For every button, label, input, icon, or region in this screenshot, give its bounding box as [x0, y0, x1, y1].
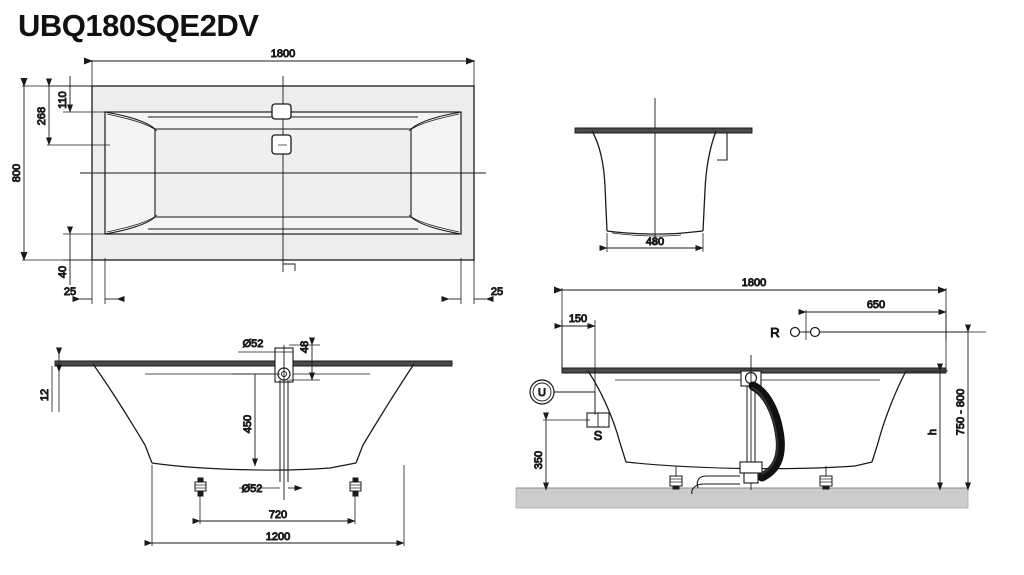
taper-top-left-2 [106, 113, 158, 132]
dim-110-label: 110 [57, 91, 69, 109]
dim-1200-label: 1200 [266, 531, 290, 543]
end-overflow-boss [716, 132, 728, 161]
dim-h-label: h [927, 429, 939, 435]
dim-350-label: 350 [533, 451, 545, 469]
foot-right [349, 477, 362, 497]
taper-bottom-right-2 [408, 214, 460, 233]
dim-268-label: 268 [36, 107, 48, 125]
dim-40-label: 40 [57, 266, 69, 278]
dim-650-label: 650 [867, 299, 885, 311]
dim-25-left-label: 25 [64, 286, 76, 298]
side-wall-left [587, 370, 627, 463]
dim-12-label: 12 [39, 389, 51, 401]
front-elevation-group: 12 Ø52 48 450 Ø52 [39, 337, 453, 546]
taper-top-left [104, 111, 156, 130]
end-base-inner [611, 232, 682, 237]
dim-480-label: 480 [646, 236, 664, 248]
foot-left [194, 477, 207, 497]
waste-fitting-top [271, 134, 292, 155]
tap-hole-1 [789, 326, 801, 338]
side-wall-right [871, 370, 907, 463]
overflow-fitting-top [271, 103, 292, 120]
dim-25-right-label: 25 [491, 286, 503, 298]
taper-bottom-right [410, 216, 462, 235]
end-rim-plate [574, 127, 753, 134]
taper-bottom-left-2 [106, 214, 158, 233]
taper-top-right-2 [408, 113, 460, 132]
front-base [151, 462, 357, 471]
overflow-hose [748, 381, 785, 482]
end-elevation-group: 480 [574, 98, 753, 252]
dim-720-label: 720 [269, 509, 287, 521]
side-section-group: U S 350 1800 650 [515, 277, 986, 509]
side-foot-right [819, 466, 833, 490]
front-wall-left [92, 363, 153, 464]
taper-bottom-left [104, 216, 156, 235]
dim-d52-top-label: Ø52 [243, 338, 264, 350]
floor-slab [515, 487, 969, 509]
dim-d52-bot-label: Ø52 [242, 483, 263, 495]
dim-150-label: 150 [569, 313, 587, 325]
dim-450-label: 450 [242, 415, 254, 433]
end-wall-left [591, 130, 608, 232]
side-foot-left [669, 466, 683, 490]
waste-trap-nut [743, 472, 759, 484]
waste-trap-body [739, 461, 763, 474]
top-view-group: 1800 800 268 110 40 [11, 48, 504, 304]
dim-1800s-label: 1800 [742, 277, 766, 289]
taper-top-right [410, 111, 462, 130]
tap-hole-2 [809, 326, 821, 338]
dim-1800-top-label: 1800 [271, 48, 295, 60]
tap-marker-label: R [770, 325, 779, 340]
page-title: UBQ180SQE2DV [18, 8, 259, 43]
overflow-symbol-label: U [538, 387, 546, 399]
overflow-hose-highlight [752, 387, 779, 475]
front-rim-plate [54, 360, 453, 367]
centerline-leader [283, 263, 296, 271]
dim-750800-label: 750 - 800 [955, 389, 967, 435]
front-wall-right [355, 363, 415, 464]
overflow-symbol-leader [554, 391, 596, 413]
end-base [606, 230, 704, 235]
end-wall-right [702, 130, 717, 232]
trap-marker-label: S [594, 428, 603, 443]
waste-outlet-pipe [696, 475, 740, 489]
dim-800-label: 800 [11, 164, 23, 182]
waste-outlet-pipe2 [691, 483, 740, 495]
overflow-symbol-inner [532, 382, 552, 402]
dim-48-label: 48 [299, 341, 311, 353]
